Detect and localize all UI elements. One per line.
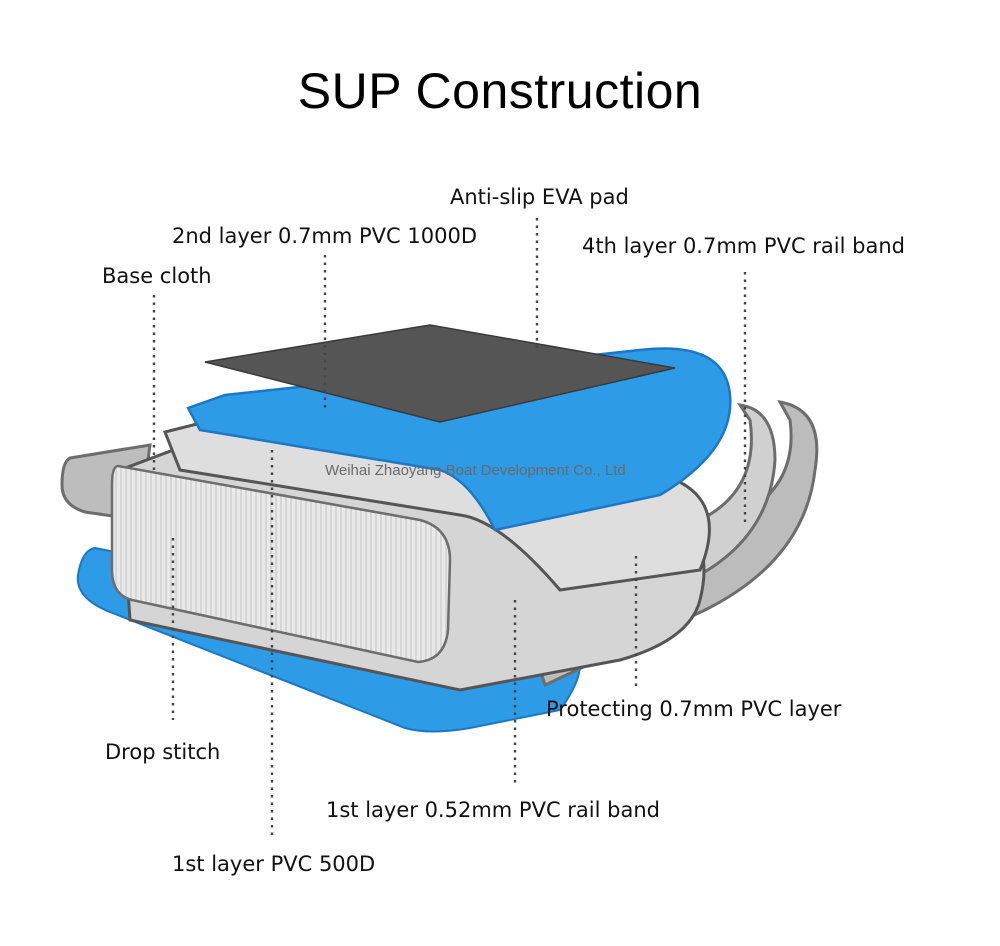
eva-pad — [204, 324, 676, 423]
label-protecting: Protecting 0.7mm PVC layer — [546, 697, 842, 721]
drop-stitch-core — [110, 464, 452, 664]
label-first-pvc: 1st layer PVC 500D — [172, 852, 376, 876]
label-anti-slip: Anti-slip EVA pad — [450, 185, 629, 209]
label-base-cloth: Base cloth — [102, 264, 212, 288]
watermark: Weihai Zhaoyang Boat Development Co., Lt… — [325, 462, 626, 479]
label-first-rail: 1st layer 0.52mm PVC rail band — [326, 798, 660, 822]
label-fourth-layer: 4th layer 0.7mm PVC rail band — [582, 234, 905, 258]
page-title: SUP Construction — [297, 63, 703, 119]
label-second-layer: 2nd layer 0.7mm PVC 1000D — [172, 224, 478, 248]
second-pvc-layer-blue — [186, 347, 732, 532]
label-drop-stitch: Drop stitch — [105, 740, 221, 764]
leader-lines — [152, 218, 747, 840]
